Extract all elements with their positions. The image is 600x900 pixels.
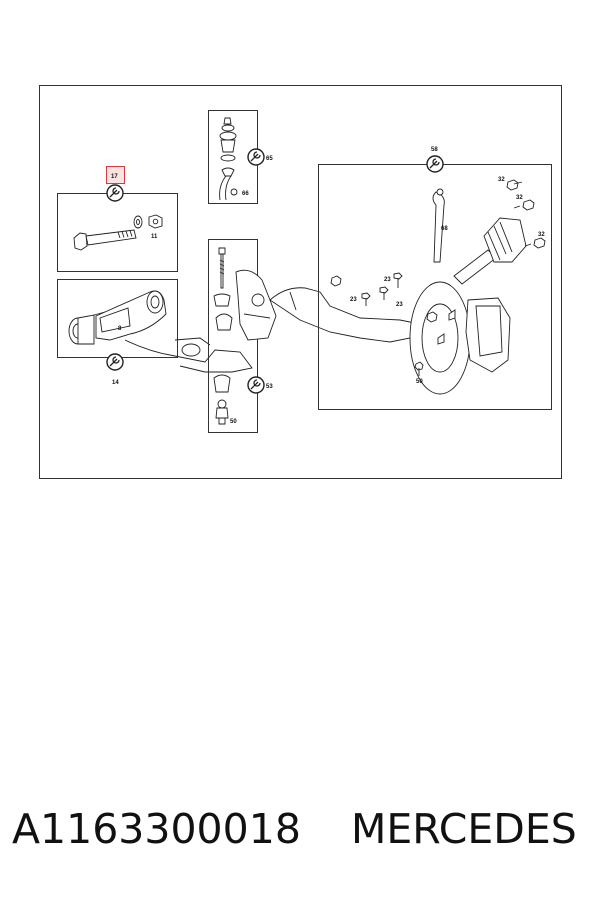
callout-23-b: 23 — [350, 297, 357, 303]
callout-32-c: 32 — [538, 232, 545, 238]
wrench-icon — [106, 184, 124, 202]
callout-68: 68 — [441, 226, 448, 232]
wrench-icon — [247, 376, 265, 394]
control-arm-part — [95, 290, 167, 341]
callout-50-right: 50 — [416, 379, 423, 385]
wrench-icon — [247, 148, 265, 166]
diagram-frame — [39, 85, 562, 479]
tie-rod-part — [269, 287, 431, 343]
callout-23-a: 23 — [384, 277, 391, 283]
wrench-icon — [106, 353, 124, 371]
callout-11: 11 — [151, 234, 158, 240]
bolt-group-right — [506, 179, 546, 249]
caption-bar: A1163300018 MERCEDES — [0, 805, 600, 865]
washer-part — [133, 215, 143, 229]
callout-50-left: 50 — [230, 419, 237, 425]
highlight-box — [106, 166, 125, 184]
callout-8: 8 — [118, 326, 122, 332]
parts-diagram: 17 11 8 14 — [39, 85, 562, 479]
drive-shaft-part — [432, 188, 527, 285]
callout-17: 17 — [111, 174, 118, 180]
caliper-part — [437, 297, 511, 373]
callout-32-b: 32 — [516, 195, 523, 201]
brand-name: MERCEDES — [351, 805, 577, 853]
nut-part — [148, 214, 163, 229]
bolt-part — [73, 229, 137, 251]
lower-arm-part — [124, 337, 253, 373]
bolt-group-center — [330, 272, 438, 323]
knuckle-part — [213, 247, 277, 341]
callout-66: 66 — [242, 191, 249, 197]
stud-part — [414, 361, 424, 376]
wrench-icon — [426, 155, 444, 173]
callout-14: 14 — [112, 380, 119, 386]
ball-joint-part — [213, 374, 231, 425]
part-number: A1163300018 — [12, 805, 301, 853]
callout-58: 58 — [431, 147, 438, 153]
callout-53: 53 — [266, 384, 273, 390]
callout-23-c: 23 — [396, 302, 403, 308]
strut-mount-part — [219, 117, 238, 201]
callout-32-a: 32 — [498, 177, 505, 183]
callout-65: 65 — [266, 156, 273, 162]
